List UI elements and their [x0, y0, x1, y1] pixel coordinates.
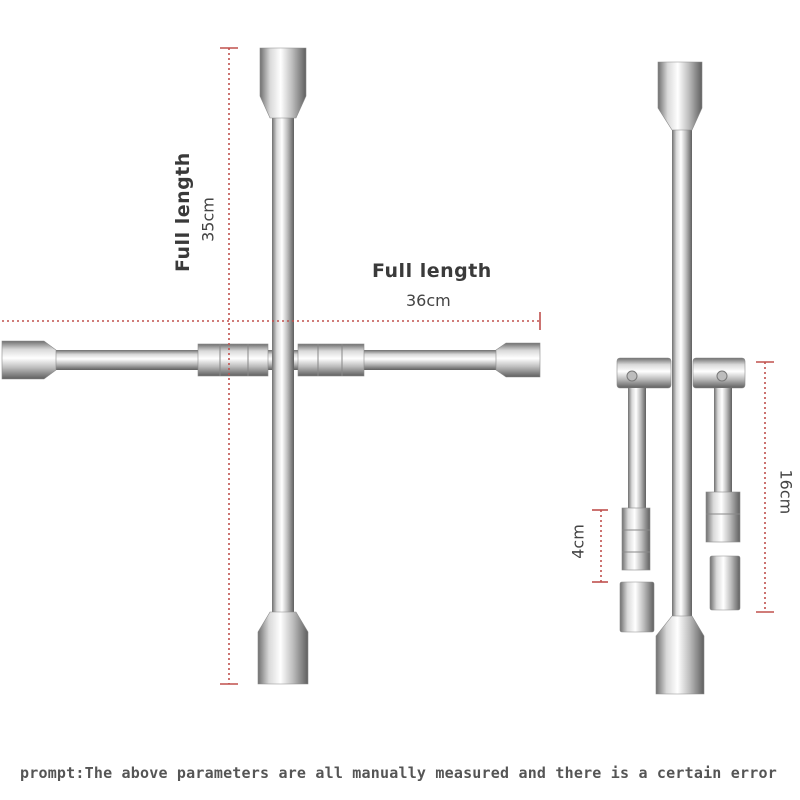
folded-main-shaft: [672, 110, 692, 640]
vertical-shaft: [272, 110, 294, 630]
right-arm-collar: [705, 491, 741, 543]
left-arm-socket: [619, 581, 655, 633]
socket-measure-label: 4cm: [568, 524, 588, 559]
top-socket: [259, 47, 307, 119]
folded-top-socket: [657, 61, 703, 131]
left-arm-collar: [621, 507, 651, 571]
disclaimer-footnote: prompt:The above parameters are all manu…: [20, 764, 777, 782]
right-hinge-collar: [297, 343, 365, 377]
vertical-full-length-label: Full length: [172, 152, 194, 272]
folded-wrench: [616, 61, 746, 695]
left-folded-arm: [628, 388, 646, 508]
right-socket: [495, 342, 541, 378]
folded-bottom-socket: [655, 615, 705, 695]
fold-measure-label: 16cm: [776, 469, 796, 515]
vertical-measure-label: 35cm: [198, 197, 218, 242]
right-arm-socket: [709, 555, 741, 611]
left-hinge-block: [616, 357, 672, 389]
cross-wrench: [1, 47, 541, 685]
measure-lines-folded: [592, 361, 774, 613]
left-socket: [1, 340, 57, 380]
right-folded-arm: [714, 388, 732, 492]
horizontal-measure-label: 36cm: [406, 291, 451, 310]
horizontal-full-length-label: Full length: [372, 260, 492, 282]
left-hinge-collar: [197, 343, 269, 377]
bottom-socket: [257, 611, 309, 685]
measure-lines-cross: [2, 47, 541, 685]
